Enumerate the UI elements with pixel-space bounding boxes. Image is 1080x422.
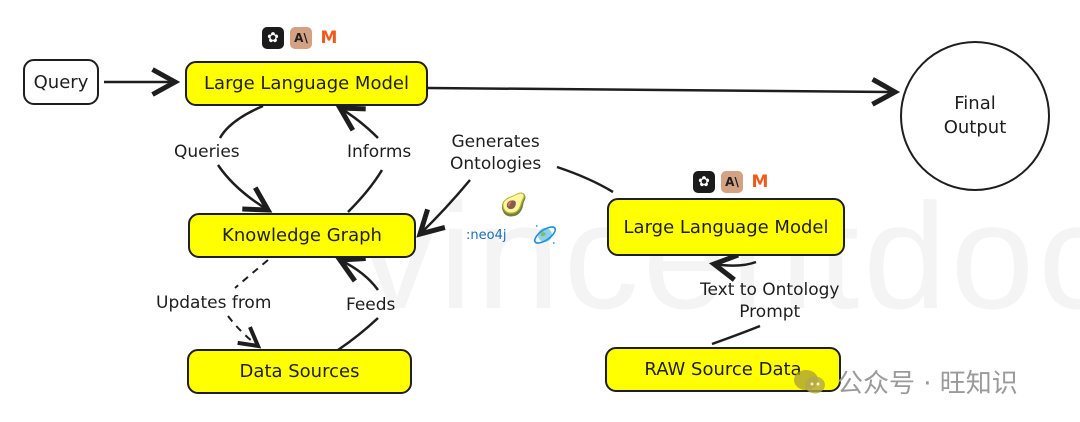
edge-llm-queries-kg bbox=[218, 104, 264, 139]
final-output-line1: Final bbox=[954, 93, 996, 114]
final-output-line2: Output bbox=[943, 117, 1007, 138]
wechat-watermark: 公众号 · 旺知识 bbox=[793, 363, 1018, 400]
final-output-node[interactable]: Final Output bbox=[900, 41, 1050, 191]
edge-label-queries: Queries bbox=[174, 142, 240, 162]
edge-kg-updates-from-ds-lower bbox=[227, 315, 258, 346]
generates-line2: Ontologies bbox=[450, 154, 542, 174]
raw-source-data-node[interactable]: RAW Source Data bbox=[605, 347, 841, 392]
edge-ds-feeds-kg-upper bbox=[340, 260, 380, 291]
llm-provider-logos-main: ✿ A\ M bbox=[262, 27, 340, 49]
llm-ontology-node[interactable]: Large Language Model bbox=[607, 198, 845, 256]
mistral-icon: M bbox=[320, 28, 338, 48]
anthropic-icon: A\ bbox=[290, 27, 312, 49]
text-to-ontology-line2: Prompt bbox=[739, 302, 801, 322]
data-sources-node-label: Data Sources bbox=[239, 361, 360, 382]
generates-line1: Generates bbox=[451, 132, 540, 152]
llm-ontology-node-label: Large Language Model bbox=[623, 216, 829, 238]
edge-kg-informs-llm-lower bbox=[347, 169, 384, 213]
wechat-account-text: 公众号 · 旺知识 bbox=[837, 369, 1018, 399]
knowledge-graph-node[interactable]: Knowledge Graph bbox=[188, 213, 416, 258]
edge-label-text-to-ontology: Text to Ontology Prompt bbox=[700, 279, 839, 323]
cosmos-db-icon bbox=[533, 225, 557, 244]
edge-label-generates-ontologies: Generates Ontologies bbox=[450, 131, 541, 175]
llm-main-node-label: Large Language Model bbox=[204, 73, 409, 94]
openai-icon: ✿ bbox=[693, 171, 715, 193]
knowledge-graph-node-label: Knowledge Graph bbox=[222, 225, 382, 246]
edge-generates-ontologies-lower bbox=[420, 179, 471, 234]
edge-kg-informs-llm bbox=[340, 108, 379, 139]
query-node-label: Query bbox=[33, 71, 89, 93]
edge-raw-to-llm-ontology bbox=[714, 262, 757, 266]
data-sources-node[interactable]: Data Sources bbox=[187, 349, 412, 394]
raw-source-data-node-label: RAW Source Data bbox=[644, 359, 802, 380]
edge-generates-ontologies-upper bbox=[556, 165, 614, 194]
wechat-icon bbox=[794, 369, 825, 393]
text-to-ontology-line1: Text to Ontology bbox=[700, 280, 840, 300]
query-node[interactable]: Query bbox=[23, 59, 99, 105]
edge-llm-to-output bbox=[427, 88, 895, 92]
edge-llm-queries-kg-lower bbox=[216, 164, 268, 210]
edge-label-updates-from: Updates from bbox=[156, 293, 272, 313]
edge-label-informs: Informs bbox=[347, 142, 412, 162]
openai-icon: ✿ bbox=[262, 27, 284, 49]
llm-provider-logos-ontology: ✿ A\ M bbox=[693, 171, 771, 193]
neo4j-icon: :neo4j bbox=[466, 228, 507, 243]
mistral-icon: M bbox=[751, 172, 769, 192]
edge-label-feeds: Feeds bbox=[346, 295, 396, 315]
avocado-icon: 🥑 bbox=[500, 193, 528, 218]
llm-main-node[interactable]: Large Language Model bbox=[185, 61, 428, 106]
edge-kg-updates-from-ds-upper bbox=[234, 259, 269, 289]
anthropic-icon: A\ bbox=[721, 171, 743, 193]
edge-ds-feeds-kg-lower bbox=[337, 317, 379, 352]
edge-raw-to-llm-ontology-lower bbox=[711, 324, 761, 346]
